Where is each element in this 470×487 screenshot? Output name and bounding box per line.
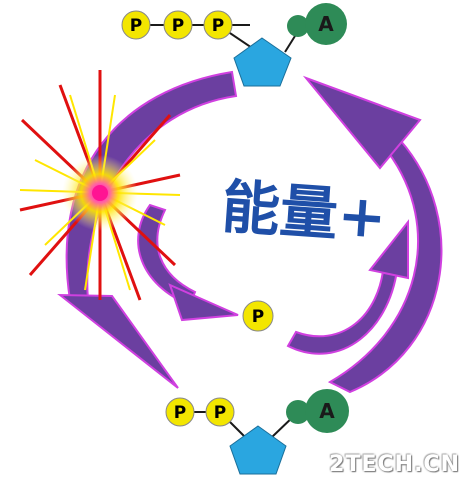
- atp-phosphate-3: P: [203, 10, 233, 40]
- atp-adenine-small-lobe: [287, 15, 309, 37]
- atp-phosphate-1-label: P: [130, 16, 142, 36]
- adp-adenine-small-lobe: [286, 400, 310, 424]
- free-phosphate: P: [242, 300, 274, 332]
- adp-phosphate-2-label: P: [214, 403, 226, 423]
- phosphate-release-arrow: [137, 203, 239, 322]
- adp-adenine-label: A: [319, 399, 335, 423]
- adp-molecule: P P A: [165, 389, 349, 475]
- watermark: 2TECH.CN: [329, 452, 460, 477]
- atp-phosphate-2-label: P: [172, 16, 184, 36]
- adp-phosphate-1: P: [165, 397, 195, 427]
- atp-adenine: A: [305, 3, 347, 45]
- atp-phosphate-1: P: [121, 10, 151, 40]
- atp-molecule: P P P A: [121, 3, 347, 87]
- free-phosphate-label: P: [252, 307, 264, 327]
- adp-phosphate-2: P: [205, 397, 235, 427]
- synthesis-arrow: [302, 75, 443, 394]
- atp-ribose: [233, 37, 292, 87]
- adp-ribose: [229, 425, 287, 475]
- atp-phosphate-2: P: [163, 10, 193, 40]
- atp-adenine-label: A: [318, 12, 334, 36]
- adp-phosphate-1-label: P: [174, 403, 186, 423]
- energy-input-arrow: [286, 219, 409, 355]
- energy-label: 能量+: [220, 173, 389, 252]
- atp-phosphate-3-label: P: [212, 16, 224, 36]
- energy-burst-icon: [19, 70, 181, 301]
- adp-adenine: A: [305, 389, 349, 433]
